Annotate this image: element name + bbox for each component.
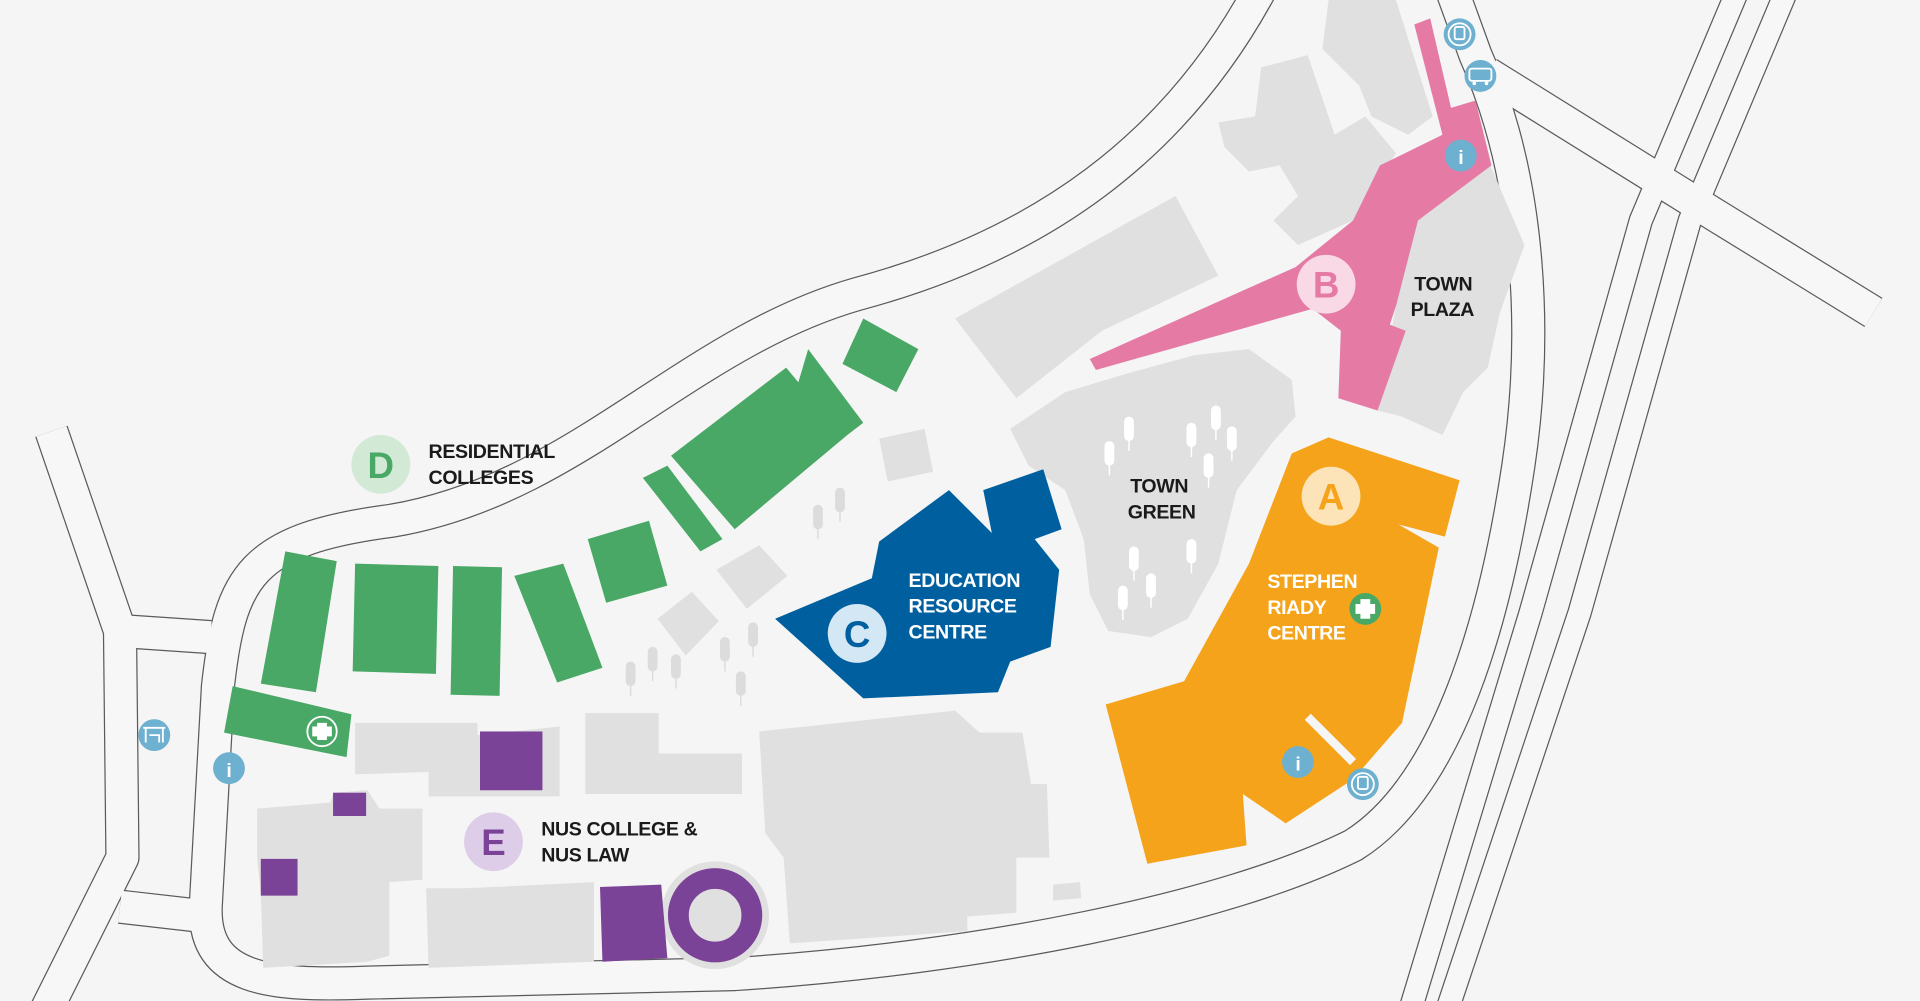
- svg-text:GREEN: GREEN: [1128, 501, 1196, 523]
- info-icon[interactable]: i: [213, 752, 245, 785]
- svg-text:TOWN: TOWN: [1130, 476, 1188, 498]
- label-residential-colleges: RESIDENTIAL COLLEGES: [429, 441, 556, 489]
- tree-icon: [1186, 422, 1197, 458]
- svg-text:C: C: [844, 614, 871, 655]
- svg-text:NUS COLLEGE &: NUS COLLEGE &: [541, 819, 697, 841]
- svg-text:RESIDENTIAL: RESIDENTIAL: [429, 441, 556, 463]
- tree-icon: [1186, 539, 1197, 574]
- tree-icon: [748, 622, 758, 657]
- tree-icon: [647, 646, 658, 682]
- tree-icon: [1226, 426, 1237, 461]
- bus-stop-icon[interactable]: [1464, 60, 1497, 92]
- svg-text:NUS LAW: NUS LAW: [541, 844, 630, 866]
- badge-e[interactable]: E: [464, 812, 523, 872]
- tree-icon: [1128, 546, 1139, 581]
- badge-c[interactable]: C: [827, 604, 887, 663]
- zone-a-stephen-riady-centre[interactable]: [1105, 437, 1460, 864]
- svg-text:RESOURCE: RESOURCE: [909, 596, 1017, 618]
- label-town-green: TOWN GREEN: [1128, 476, 1196, 524]
- road: [118, 890, 208, 933]
- badge-b[interactable]: B: [1296, 254, 1356, 314]
- medical-cross-icon[interactable]: [1349, 593, 1382, 625]
- trees: [625, 405, 1237, 706]
- svg-text:PLAZA: PLAZA: [1411, 299, 1475, 321]
- info-icon[interactable]: i: [1444, 139, 1477, 172]
- tree-icon: [1124, 416, 1134, 451]
- tree-icon: [1117, 585, 1128, 620]
- info-icon[interactable]: i: [1282, 746, 1314, 779]
- road: [1479, 59, 1882, 326]
- road: [118, 615, 212, 654]
- zone-e-nus-college-law[interactable]: [260, 731, 763, 963]
- bus-shelter-icon[interactable]: [138, 719, 171, 752]
- tree-icon: [671, 654, 681, 689]
- road: [189, 0, 1545, 1000]
- badge-d[interactable]: D: [351, 434, 411, 494]
- roads: [31, 0, 1883, 1001]
- medical-cross-icon[interactable]: [306, 715, 338, 748]
- tree-icon: [1104, 441, 1115, 476]
- shuttle-stop-icon[interactable]: [1443, 18, 1476, 51]
- badge-a[interactable]: A: [1301, 466, 1361, 526]
- svg-text:D: D: [368, 445, 395, 486]
- tree-icon: [1146, 573, 1156, 608]
- svg-text:i: i: [226, 760, 231, 782]
- tree-icon: [1203, 453, 1214, 488]
- svg-text:RIADY: RIADY: [1267, 597, 1326, 619]
- svg-text:E: E: [481, 822, 506, 863]
- label-education-resource-centre: EDUCATION RESOURCE CENTRE: [909, 570, 1021, 643]
- svg-text:i: i: [1295, 754, 1300, 776]
- svg-text:EDUCATION: EDUCATION: [909, 570, 1021, 592]
- buildings: [257, 0, 1525, 970]
- label-town-plaza: TOWN PLAZA: [1411, 273, 1475, 321]
- svg-text:CENTRE: CENTRE: [1267, 623, 1346, 645]
- tree-icon: [735, 671, 746, 706]
- tree-icon: [720, 637, 730, 672]
- tree-icon: [835, 487, 845, 522]
- svg-text:A: A: [1318, 477, 1345, 518]
- tree-icon: [813, 504, 823, 540]
- zone-b-town-plaza[interactable]: [1089, 18, 1492, 411]
- tree-icon: [1211, 405, 1221, 440]
- tree-icon: [625, 661, 636, 696]
- svg-text:CENTRE: CENTRE: [909, 621, 988, 643]
- svg-text:COLLEGES: COLLEGES: [429, 467, 534, 489]
- walkway: [1304, 713, 1357, 766]
- road: [1438, 0, 1795, 1001]
- road: [33, 426, 139, 1001]
- svg-text:i: i: [1458, 147, 1463, 169]
- svg-text:B: B: [1313, 265, 1340, 306]
- svg-text:TOWN: TOWN: [1414, 273, 1472, 295]
- shuttle-stop-icon[interactable]: [1346, 768, 1379, 801]
- svg-text:STEPHEN: STEPHEN: [1267, 571, 1357, 593]
- road: [1401, 0, 1746, 1001]
- label-nus-college-law: NUS COLLEGE & NUS LAW: [541, 819, 698, 867]
- label-stephen-riady-centre: STEPHEN RIADY CENTRE: [1267, 571, 1357, 644]
